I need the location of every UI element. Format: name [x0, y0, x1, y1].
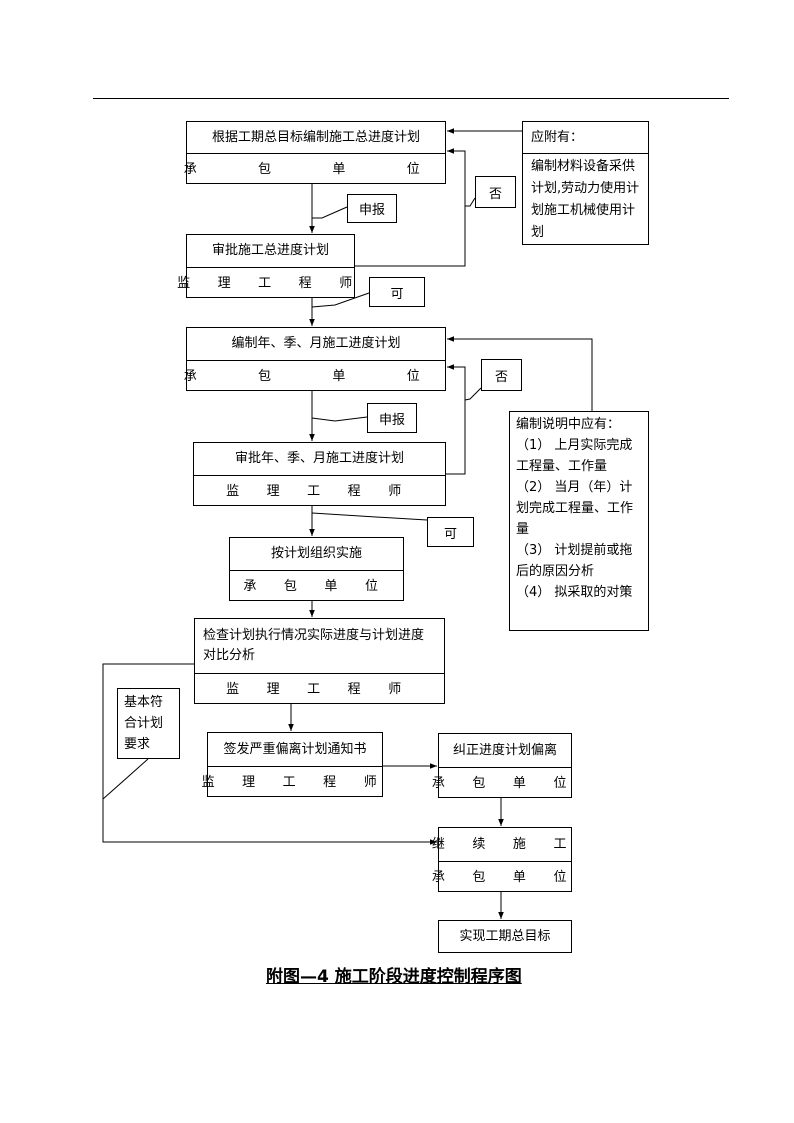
node-implement-plan: 按计划组织实施 承 包 单 位: [229, 537, 404, 601]
note-line: 编制说明中应有：: [516, 417, 621, 432]
node-compile-master-schedule: 根据工期总目标编制施工总进度计划 承 包 单 位: [184, 121, 446, 185]
node-role: 承 包 单 位: [432, 861, 571, 893]
node-issue-deviation-notice: 签发严重偏离计划通知书 监 理 工 程 师: [202, 732, 383, 798]
node-role: 监 理 工 程 师: [195, 673, 444, 705]
callout-conforms-to-plan: 基本符合计划要求: [117, 688, 180, 759]
node-title: 纠正进度计划偏离: [452, 742, 557, 758]
title-text: 继 续 施 工: [431, 836, 579, 852]
arrow-explain-to-n3: [447, 336, 593, 411]
callout-reject: 否: [475, 176, 516, 208]
callout-reject: 否: [481, 359, 522, 391]
role-text: 监 理 工 程 师: [226, 681, 413, 697]
callout-report: 申报: [347, 194, 397, 223]
note-line: （1） 上月实际完成工程量、工作量: [516, 438, 633, 474]
node-title: 审批施工总进度计划: [211, 243, 329, 258]
node-title: 继 续 施 工: [432, 828, 571, 861]
note-heading: 应附有：: [531, 129, 584, 145]
header-rule: [93, 98, 729, 99]
arrow-n4-reject: [445, 364, 466, 475]
node-achieve-goal: 实现工期总目标: [438, 920, 572, 953]
node-role: 监 理 工 程 师: [202, 766, 382, 798]
role-text: 承 包 单 位: [431, 869, 579, 885]
node-title: 签发严重偏离计划通知书: [223, 741, 367, 757]
node-title: 根据工期总目标编制施工总进度计划: [211, 129, 420, 145]
node-check-progress: 检查计划执行情况实际进度与计划进度对比分析 监 理 工 程 师: [194, 618, 445, 704]
node-approve-periodic-schedule: 审批年、季、月施工进度计划 监 理 工 程 师: [193, 442, 446, 506]
note-attachments: 应附有： 编制材料设备采供计划,劳动力使用计划施工机械使用计划: [522, 121, 649, 245]
pointer-conform: [102, 758, 149, 800]
node-role: 承 包 单 位: [432, 767, 571, 799]
pointer-report1: [312, 206, 348, 219]
pointer-yes2: [311, 512, 428, 521]
role-text: 承 包 单 位: [183, 368, 449, 384]
callout-report: 申报: [367, 403, 417, 433]
role-text: 监 理 工 程 师: [177, 275, 364, 291]
node-title: 编制年、季、月施工进度计划: [231, 336, 401, 351]
role-text: 承 包 单 位: [183, 161, 449, 177]
pointer-report2: [311, 416, 368, 422]
role-text: 承 包 单 位: [243, 578, 390, 594]
note-line: （2） 当月（年）计划完成工程量、工作量: [516, 480, 634, 537]
node-role: 承 包 单 位: [184, 153, 445, 185]
note-body: 编制材料设备采供计划,劳动力使用计划施工机械使用计划: [523, 153, 648, 246]
pointer-yes1: [311, 292, 370, 308]
node-role: 监 理 工 程 师: [194, 475, 445, 507]
note-line: （3） 计划提前或拖后的原因分析: [516, 543, 633, 579]
pointer-no2: [464, 387, 482, 401]
role-text: 监 理 工 程 师: [201, 774, 389, 790]
node-title: 实现工期总目标: [459, 928, 551, 944]
figure-caption: 附图—4 施工阶段进度控制程序图: [266, 967, 522, 987]
node-continue-construction: 继 续 施 工 承 包 单 位: [432, 827, 572, 893]
callout-approved: 可: [369, 277, 425, 307]
node-role: 承 包 单 位: [230, 570, 403, 602]
role-text: 监 理 工 程 师: [226, 483, 413, 499]
callout-approved: 可: [427, 517, 474, 547]
node-approve-master-schedule: 审批施工总进度计划 监 理 工 程 师: [177, 234, 355, 299]
node-title: 按计划组织实施: [270, 546, 362, 561]
node-role: 监 理 工 程 师: [177, 267, 354, 299]
pointer-no1: [465, 197, 476, 207]
arrow-conform-to-n9: [102, 663, 437, 845]
note-line: （4） 拟采取的对策: [516, 585, 633, 600]
node-correct-deviation: 纠正进度计划偏离 承 包 单 位: [432, 733, 572, 799]
node-title: 检查计划执行情况实际进度与计划进度对比分析: [203, 628, 425, 663]
node-compile-periodic-schedule: 编制年、季、月施工进度计划 承 包 单 位: [184, 327, 446, 392]
note-explanation: 编制说明中应有： （1） 上月实际完成工程量、工作量 （2） 当月（年）计划完成…: [509, 411, 649, 631]
node-role: 承 包 单 位: [184, 360, 445, 392]
role-text: 承 包 单 位: [431, 775, 579, 791]
arrow-n2-reject: [355, 148, 466, 267]
node-title: 审批年、季、月施工进度计划: [234, 451, 404, 466]
